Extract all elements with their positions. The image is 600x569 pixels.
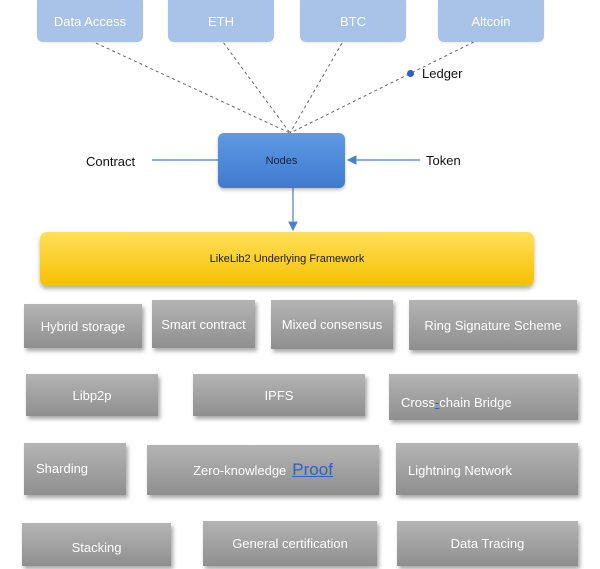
module-lightning-network-label: Lightning Network [408, 463, 513, 478]
module-zero-knowledge-proof: Zero-knowledge Proof [147, 445, 379, 495]
module-cross-chain-label-a: Cross [401, 394, 435, 410]
module-general-certification: General certification [203, 521, 377, 566]
module-smart-contract-label: Smart contract [161, 316, 246, 332]
module-ring-signature: Ring Signature Scheme [409, 300, 577, 350]
token-label: Token [426, 153, 461, 168]
framework-bar: LikeLib2 Underlying Framework [40, 232, 534, 286]
module-libp2p-label: Libp2p [72, 387, 112, 403]
module-mixed-consensus: Mixed consensus [271, 300, 393, 349]
module-cross-chain-label-b: chain Bridge [439, 394, 512, 410]
module-data-tracing-label: Data Tracing [450, 536, 525, 551]
module-stacking-label: Stacking [71, 540, 122, 555]
framework-label: LikeLib2 Underlying Framework [209, 253, 365, 265]
module-ipfs: IPFS [193, 374, 365, 416]
ledger-dot-icon [407, 70, 414, 77]
module-cross-chain-dash: - [434, 394, 440, 410]
source-altcoin-label: Altcoin [471, 13, 511, 29]
module-hybrid-storage-label: Hybrid storage [40, 318, 126, 334]
source-altcoin: Altcoin [438, 0, 544, 42]
module-ring-signature-label: Ring Signature Scheme [424, 317, 562, 333]
module-data-tracing: Data Tracing [397, 521, 578, 566]
nodes-label: Nodes [265, 154, 298, 167]
module-zero-knowledge-label: Zero-knowledge [193, 462, 287, 478]
source-data-access: Data Access [37, 0, 143, 42]
module-general-certification-label: General certification [232, 536, 348, 551]
link-data-access [84, 37, 291, 134]
link-btc [289, 37, 346, 134]
module-lightning-network: Lightning Network [396, 443, 578, 495]
module-hybrid-storage: Hybrid storage [24, 304, 142, 348]
source-data-access-label: Data Access [53, 13, 127, 29]
module-proof-label: Proof [292, 460, 333, 479]
source-btc-label: BTC [340, 13, 366, 29]
module-libp2p: Libp2p [26, 374, 158, 416]
link-altcoin [289, 33, 491, 134]
module-mixed-consensus-label: Mixed consensus [281, 317, 383, 332]
module-ipfs-label: IPFS [264, 387, 294, 403]
module-sharding-label: Sharding [36, 461, 89, 476]
module-cross-chain-bridge: Cross-chain Bridge [389, 374, 578, 420]
source-btc: BTC [300, 0, 406, 42]
module-smart-contract: Smart contract [152, 300, 255, 348]
nodes-box: Nodes [218, 133, 345, 188]
ledger-label: Ledger [422, 66, 463, 81]
link-eth [219, 37, 291, 134]
module-sharding: Sharding [24, 443, 126, 495]
module-stacking: Stacking [22, 523, 171, 566]
source-eth: ETH [168, 0, 274, 42]
contract-label: Contract [86, 154, 136, 169]
source-eth-label: ETH [208, 13, 234, 29]
